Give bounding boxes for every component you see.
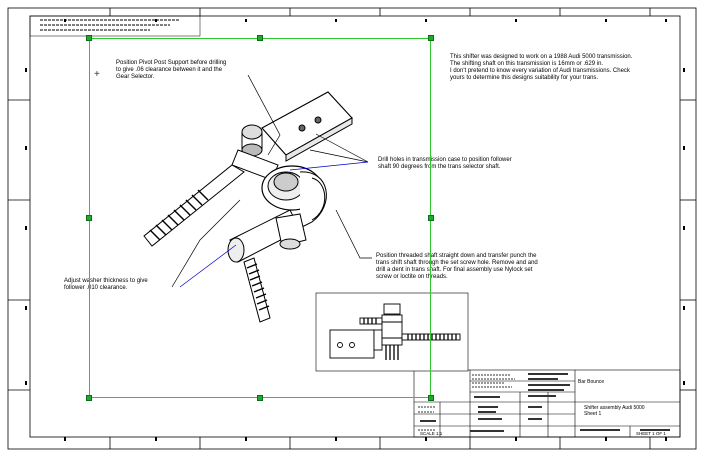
title-scale: SCALE 1:1 [420, 431, 443, 436]
shifter-illustration [143, 91, 353, 323]
title-sheet: SHEET 1 OF 1 [636, 431, 666, 436]
note-threaded-shaft[interactable]: Position threaded shaft straight down an… [376, 253, 538, 280]
resize-handle-bottom-right[interactable] [428, 395, 434, 401]
revision-block [29, 15, 201, 37]
title-block [413, 369, 681, 438]
title-description: Bar Bounce [578, 379, 605, 385]
resize-handle-middle-left[interactable] [86, 215, 92, 221]
resize-handle-bottom-center[interactable] [257, 395, 263, 401]
view-selection-box[interactable] [89, 38, 431, 398]
leader-lines [171, 74, 372, 288]
inner-border [29, 15, 681, 438]
title-drawing-name: Shifter assembly Audi 5000 Sheet 1 [584, 405, 645, 417]
note-pivot-post[interactable]: Position Pivot Post Support before drill… [116, 60, 227, 80]
note-design[interactable]: This shifter was designed to work on a 1… [450, 54, 633, 81]
outer-border [7, 7, 697, 450]
resize-handle-middle-right[interactable] [428, 215, 434, 221]
note-washer[interactable]: Adjust washer thickness to give follower… [64, 278, 148, 291]
resize-handle-top-right[interactable] [428, 35, 434, 41]
resize-handle-top-left[interactable] [86, 35, 92, 41]
resize-handle-top-center[interactable] [257, 35, 263, 41]
resize-handle-bottom-left[interactable] [86, 395, 92, 401]
detail-view-inset [315, 292, 469, 372]
crosshair-cursor-icon: + [94, 69, 100, 80]
